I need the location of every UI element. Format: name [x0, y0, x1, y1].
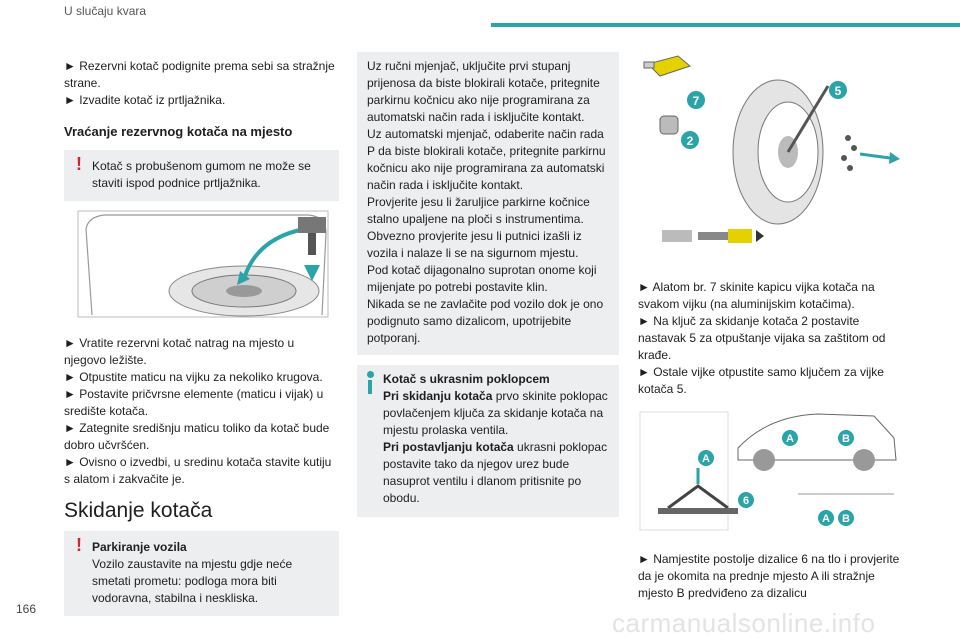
- step-return-2: ► Otpustite maticu na vijku za nekoliko …: [64, 370, 323, 384]
- page-number: 166: [16, 602, 37, 616]
- info-removal-text: prvo skinite poklopac povlačenjem ključa…: [383, 389, 608, 437]
- jack-positions-illustration: A B A 6 A B: [639, 411, 897, 531]
- text-manual-gearbox: Uz ručni mjenjač, uključite prvi stupanj…: [367, 59, 600, 124]
- warning-icon: !: [76, 535, 82, 555]
- callout-b-car: B: [842, 433, 850, 445]
- callout-a-jack: A: [702, 453, 710, 465]
- callout-5: 5: [835, 84, 842, 98]
- column-left: ► Rezervni kotač podignite prema sebi sa…: [64, 58, 339, 624]
- step-return-5: ► Ovisno o izvedbi, u sredinu kotača sta…: [64, 455, 332, 486]
- text-passengers: Obvezno provjerite jesu li putnici izašl…: [367, 229, 582, 260]
- callout-2: 2: [687, 134, 694, 148]
- callout-a-sill: A: [822, 513, 830, 525]
- callout-7: 7: [693, 94, 700, 108]
- section-heading-return-spare: Vraćanje rezervnog kotača na mjesto: [64, 124, 293, 139]
- callout-6: 6: [743, 495, 749, 507]
- spare-wheel-illustration: [77, 210, 329, 318]
- text-chock: Pod kotač dijagonalno suprotan onome koj…: [367, 263, 597, 294]
- warning-text: Vozilo zaustavite na mjestu gdje neće sm…: [92, 557, 293, 605]
- step-return-1: ► Vratite rezervni kotač natrag na mjest…: [64, 336, 295, 367]
- step-return-4: ► Zategnite središnju maticu toliko da k…: [64, 421, 330, 452]
- text-check-lamps: Provjerite jesu li žaruljice parkirne ko…: [367, 195, 590, 226]
- step-jack-position: ► Namjestite postolje dizalice 6 na tlo …: [638, 552, 900, 600]
- text-never-under: Nikada se ne zavlačite pod vozilo dok je…: [367, 297, 604, 345]
- intro-step-1: ► Rezervni kotač podignite prema sebi sa…: [64, 59, 335, 90]
- info-icon-bar: [368, 380, 372, 394]
- intro-step-2: ► Izvadite kotač iz prtljažnika.: [64, 93, 226, 107]
- parking-instructions-box: Uz ručni mjenjač, uključite prvi stupanj…: [357, 52, 619, 355]
- warning-icon: !: [76, 154, 82, 174]
- info-box-hubcap: Kotač s ukrasnim poklopcem Pri skidanju …: [357, 365, 619, 517]
- callout-a-car: A: [786, 433, 794, 445]
- step-other-bolts: ► Ostale vijke otpustite samo ključem za…: [638, 365, 884, 396]
- warning-text: Kotač s probušenom gumom ne može se stav…: [92, 159, 311, 190]
- info-title: Kotač s ukrasnim poklopcem: [383, 372, 550, 386]
- callout-b-sill: B: [842, 513, 850, 525]
- step-bolt-caps: ► Alatom br. 7 skinite kapicu vijka kota…: [638, 280, 875, 311]
- chapter-title: U slučaju kvara: [64, 4, 147, 18]
- warning-box: ! Kotač s probušenom gumom ne može se st…: [64, 150, 339, 201]
- warning-box-parking: ! Parkiranje vozila Vozilo zaustavite na…: [64, 531, 339, 616]
- info-removal-label: Pri skidanju kotača: [383, 389, 493, 403]
- text-automatic-gearbox: Uz automatski mjenjač, odaberite način r…: [367, 127, 606, 192]
- watermark: carmanualsonline.info: [612, 608, 876, 638]
- section-heading-wheel-removal: Skidanje kotača: [64, 499, 213, 522]
- header-accent-bar: [491, 23, 960, 27]
- step-antitheft: ► Na ključ za skidanje kotača 2 postavit…: [638, 314, 886, 362]
- wheel-bolts-illustration: 7 2 5: [643, 55, 900, 243]
- info-fitting-label: Pri postavljanju kotača: [383, 440, 514, 454]
- warning-title: Parkiranje vozila: [92, 540, 187, 554]
- column-right: 7 2 5 ► Alatom br. 7 skinite kapicu vijk…: [638, 52, 900, 602]
- info-icon: [367, 371, 374, 378]
- info-fitting-text: ukrasni poklopac postavite tako da njego…: [383, 440, 608, 505]
- column-middle: Uz ručni mjenjač, uključite prvi stupanj…: [357, 52, 619, 517]
- step-return-3: ► Postavite pričvrsne elemente (maticu i…: [64, 387, 324, 418]
